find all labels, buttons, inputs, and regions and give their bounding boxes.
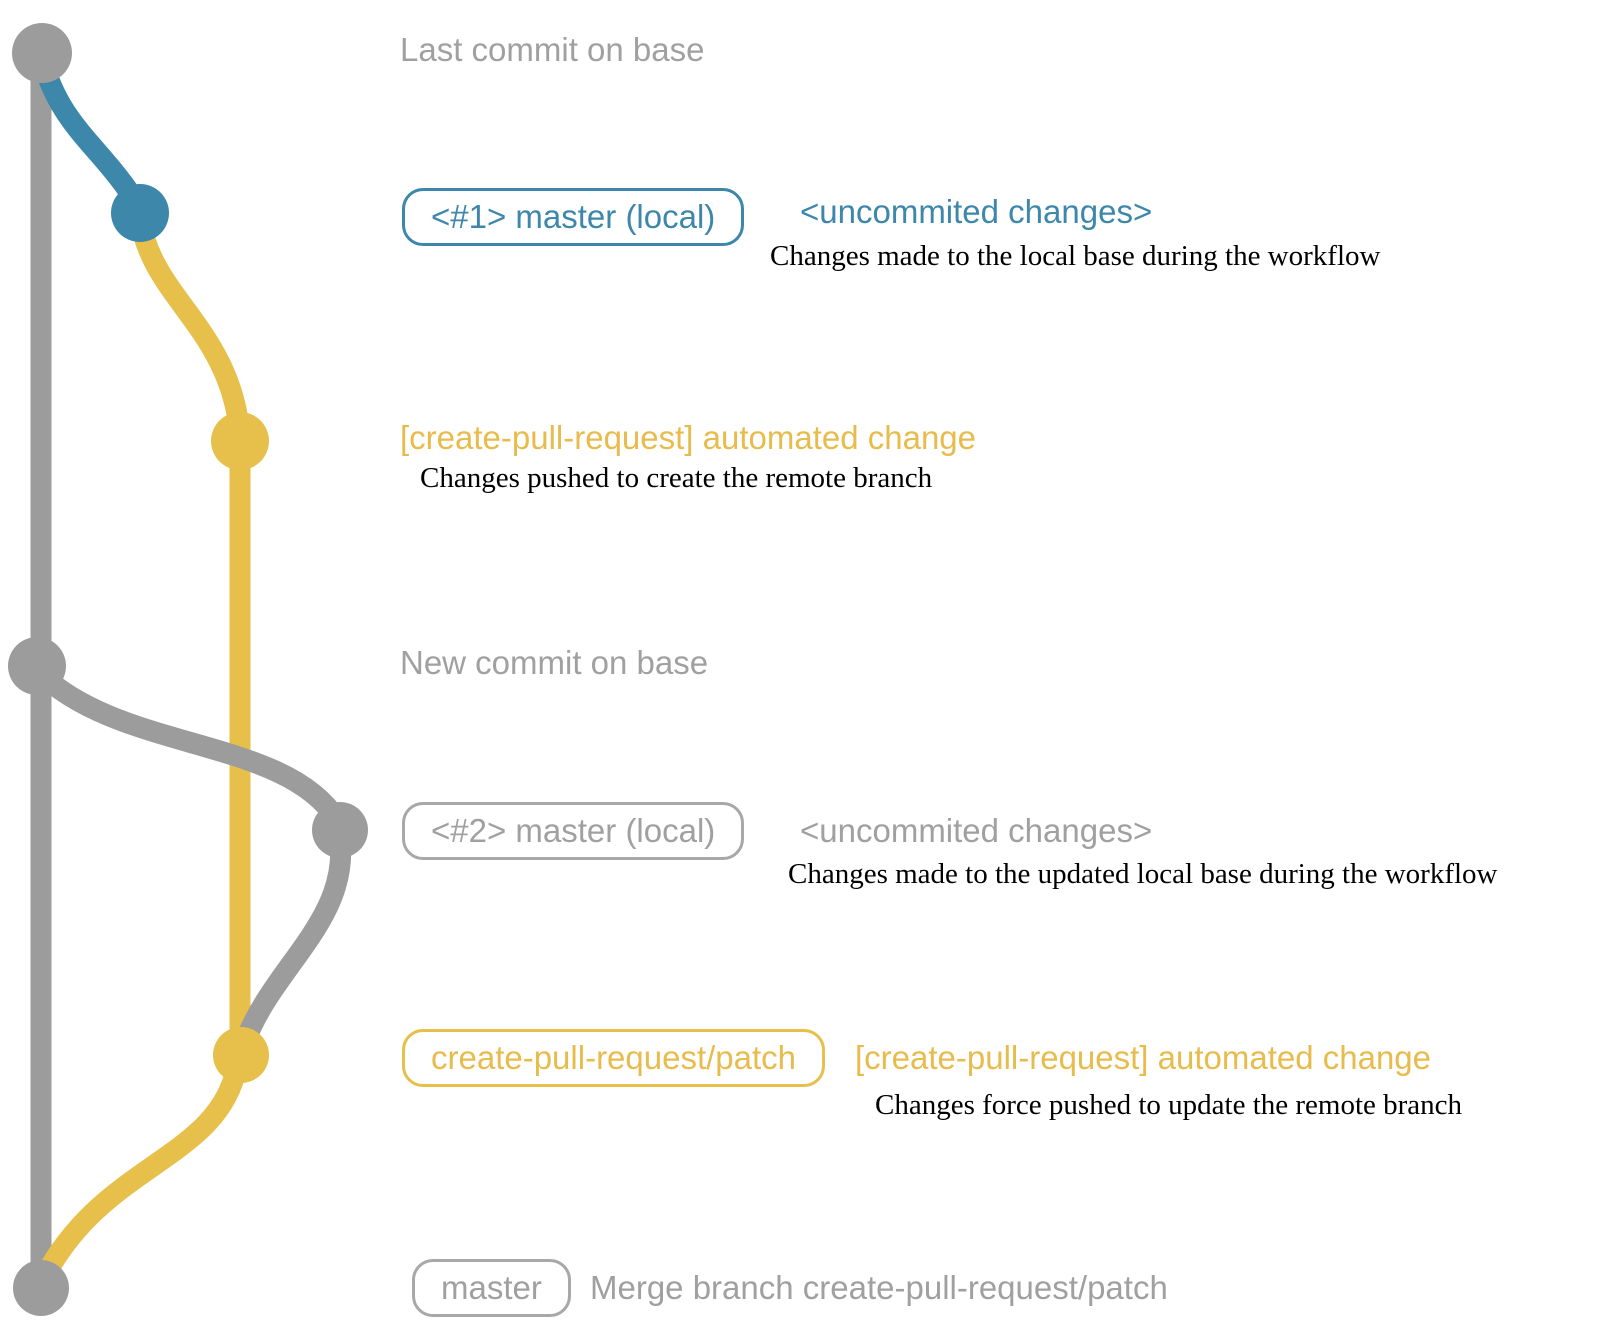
commit-patch-2 — [213, 1027, 269, 1083]
detail-local-base-changes-1: Changes made to the local base during th… — [770, 240, 1381, 272]
note-uncommitted-changes-1: <uncommited changes> — [800, 193, 1153, 230]
commit-patch-1 — [211, 412, 269, 470]
note-automated-change-1: [create-pull-request] automated change — [400, 419, 977, 456]
local-branch-2-curve — [28, 661, 348, 831]
commit-new-on-base — [8, 637, 66, 695]
commit-merge — [13, 1260, 69, 1316]
commit-local-2 — [312, 802, 368, 858]
commit-last-on-base — [12, 23, 72, 83]
patch-branch-curve-1 — [129, 207, 251, 447]
note-uncommitted-changes-2: <uncommited changes> — [800, 812, 1153, 849]
detail-pushed-create-remote: Changes pushed to create the remote bran… — [420, 462, 933, 494]
badge-master-local-1: <#1> master (local) — [402, 188, 745, 246]
merge-curve — [32, 1055, 248, 1291]
detail-force-pushed-remote: Changes force pushed to update the remot… — [875, 1089, 1463, 1121]
badge-master: master — [412, 1259, 571, 1317]
commit-local-1 — [111, 184, 169, 242]
badge-create-pull-request-patch: create-pull-request/patch — [402, 1029, 826, 1087]
force-push-curve — [234, 829, 352, 1053]
caption-last-commit-on-base: Last commit on base — [400, 31, 705, 68]
local-branch-1-curve — [31, 47, 150, 218]
note-merge-branch: Merge branch create-pull-request/patch — [590, 1269, 1168, 1306]
detail-updated-local-base-changes: Changes made to the updated local base d… — [788, 858, 1498, 890]
note-automated-change-2: [create-pull-request] automated change — [855, 1039, 1432, 1076]
caption-new-commit-on-base: New commit on base — [400, 644, 709, 681]
badge-master-local-2: <#2> master (local) — [402, 802, 745, 860]
